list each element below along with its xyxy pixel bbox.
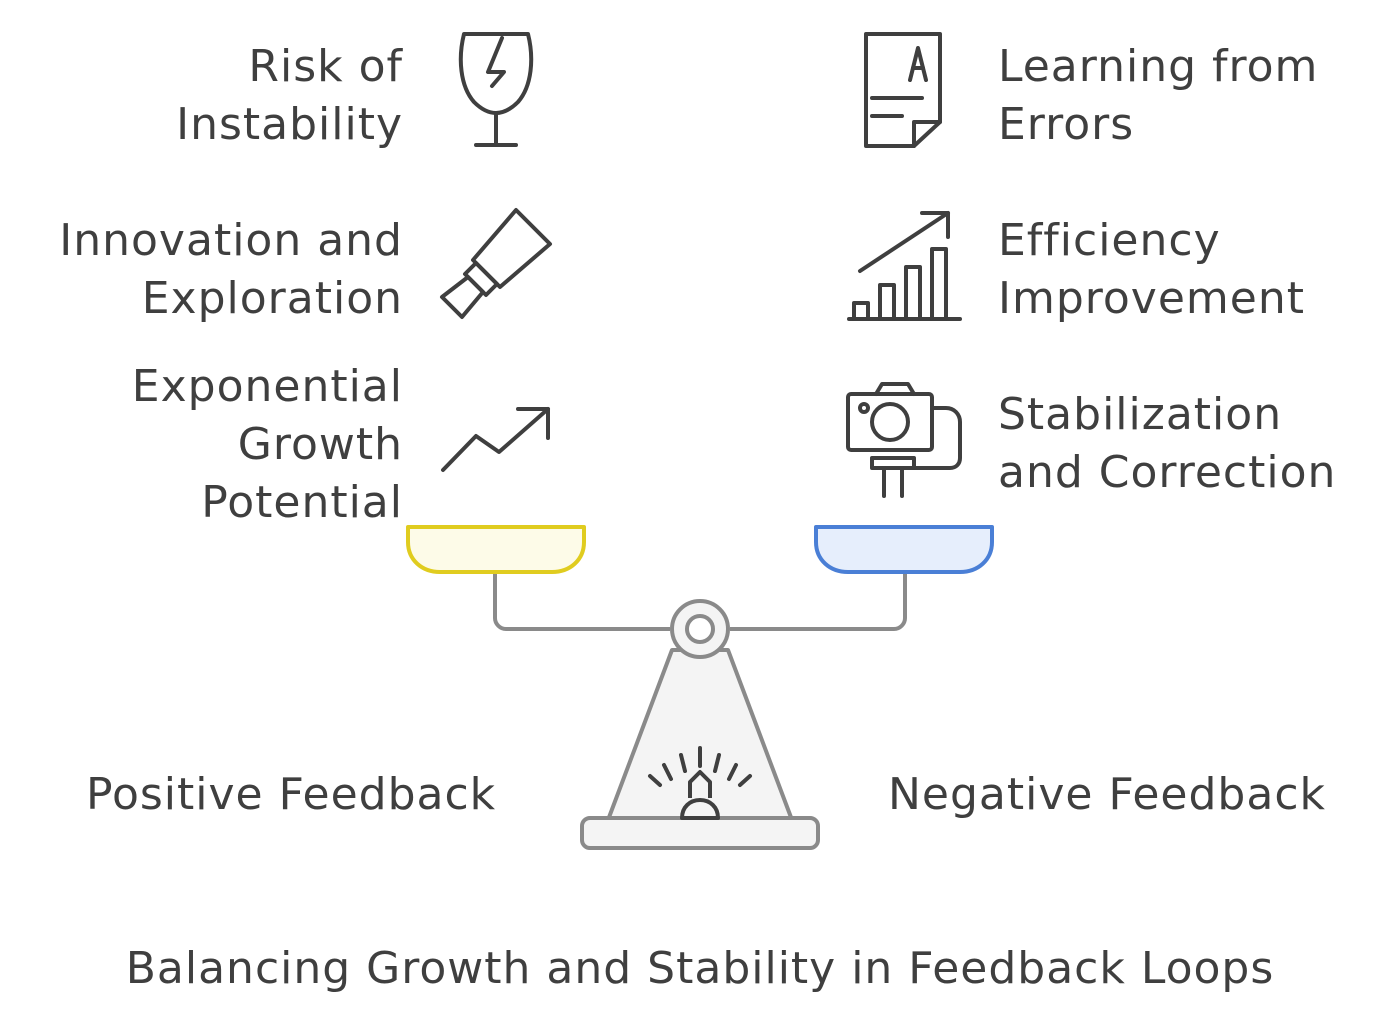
trend-up-icon bbox=[441, 407, 550, 472]
label-risk-of-instability: Risk of Instability bbox=[176, 41, 403, 150]
scale-stand bbox=[606, 648, 794, 822]
bar-growth-icon bbox=[847, 211, 962, 321]
label-learning-from-errors: Learning from Errors bbox=[998, 41, 1319, 150]
scale-arm bbox=[493, 570, 670, 631]
scale-arm-right bbox=[730, 570, 907, 631]
graded-paper-icon bbox=[864, 32, 942, 148]
broken-glass-icon bbox=[458, 32, 534, 147]
label-efficiency-improvement: Efficiency Improvement bbox=[998, 215, 1305, 324]
camera-gimbal-icon bbox=[846, 382, 962, 498]
label-stabilization-and-correction: Stabilization and Correction bbox=[998, 389, 1337, 498]
left-pan bbox=[406, 525, 586, 574]
balance-scale bbox=[406, 525, 994, 850]
diagram-title: Balancing Growth and Stability in Feedba… bbox=[125, 943, 1275, 994]
telescope-icon bbox=[440, 208, 552, 319]
positive-feedback-label: Positive Feedback bbox=[86, 769, 497, 820]
scale-base bbox=[580, 816, 820, 850]
right-pan bbox=[814, 525, 994, 574]
negative-feedback-label: Negative Feedback bbox=[888, 769, 1326, 820]
gauge-needle bbox=[688, 770, 712, 798]
label-exponential-growth-potential: Exponential Growth Potential bbox=[131, 361, 403, 528]
label-innovation-and-exploration: Innovation and Exploration bbox=[59, 215, 403, 324]
